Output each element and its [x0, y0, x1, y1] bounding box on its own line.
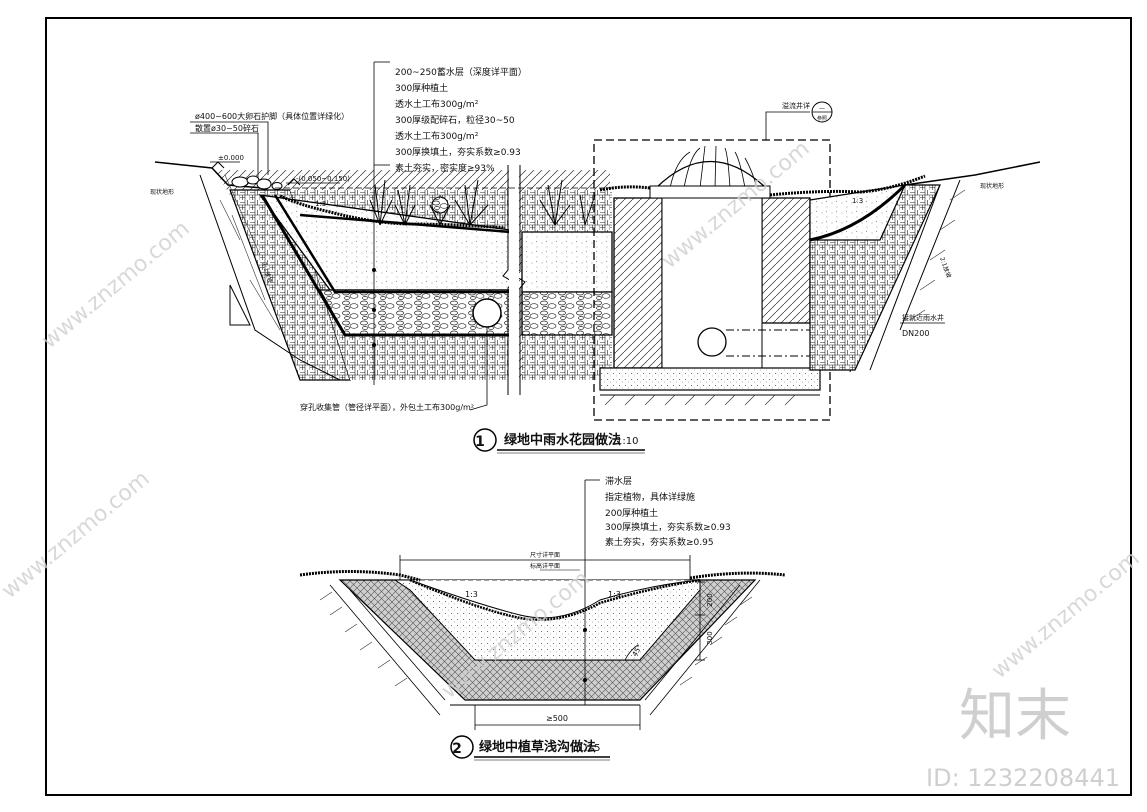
s1-overflow-ref-sub: 参照 [817, 115, 827, 122]
section1-scale: 1:10 [616, 436, 638, 447]
s1-ground-right: 现状地形 [980, 182, 1004, 190]
s2-slope-left: 1:3 [465, 590, 478, 599]
s1-layer-1: 300厚种植土 [395, 82, 448, 94]
section2-number-circle [450, 735, 474, 759]
s1-pipe-note: 穿孔收集管（管径详平面），外包土工布300g/m² [300, 402, 474, 412]
watermark-id: ID: 1232208441 [926, 764, 1120, 792]
watermark-site-1: www.znzmo.com [37, 216, 194, 354]
watermark-brand: 知末 [959, 684, 1071, 749]
s1-connect-label: 接就近雨水井 [902, 313, 944, 322]
s2-layer-2: 200厚种植土 [605, 507, 658, 519]
s1-pipe-size: DN200 [902, 329, 929, 338]
watermark-site-4: www.znzmo.com [0, 466, 155, 604]
s1-gravel-note: 散置ø30~50碎石 [195, 123, 259, 133]
s1-overflow-label: 溢流井详 [782, 101, 810, 110]
s1-overflow-ref: — [819, 105, 825, 112]
well-left-wall [613, 197, 663, 369]
section1-number: 1 [475, 434, 485, 450]
perforated-pipe [472, 298, 502, 328]
s2-dim-300: 300 [706, 631, 714, 644]
plants [369, 179, 596, 226]
s1-layer-4: 透水土工布300g/m² [395, 130, 479, 142]
s1-side-slope-right: 2:1放坡 [938, 256, 953, 279]
s1-layer-3: 300厚级配碎石，粒径30~50 [395, 114, 515, 126]
outlet-pipe [697, 327, 727, 357]
s2-layer-1: 指定植物，具体详绿施 [605, 491, 695, 503]
s2-depth-label: 标高详平面 [530, 562, 560, 570]
section2-number: 2 [452, 741, 462, 757]
s1-slope-right: 1:3 [852, 197, 863, 205]
s1-layer-6: 素土夯实，密实度≥93% [395, 162, 495, 174]
s2-bottom-dim: ≥500 [546, 714, 568, 723]
s1-elev-zero: ±0.000 [218, 154, 244, 162]
section2-title: 绿地中植草浅沟做法 [479, 739, 596, 755]
section2-scale: 1:15 [578, 743, 600, 754]
section1-number-circle [473, 428, 497, 452]
dome-grate [654, 160, 768, 189]
sheet-border [45, 17, 1132, 796]
s2-layer-4: 素土夯实，夯实系数≥0.95 [605, 536, 714, 548]
section2-grass-swale [299, 479, 786, 761]
s1-elev-range: -(0.050~0.150) [296, 175, 350, 183]
s2-layer-0: 滞水层 [605, 475, 632, 487]
well-base [599, 367, 821, 391]
s1-ground-left: 现状地形 [150, 188, 174, 196]
section1-title: 绿地中雨水花园做法 [504, 432, 621, 448]
s1-layer-2: 透水土工布300g/m² [395, 98, 479, 110]
well-right-wall [761, 197, 811, 324]
s1-slope: 1:3 [315, 200, 326, 208]
s2-layer-3: 300厚换填土，夯实系数≥0.93 [605, 521, 731, 533]
s2-dim-200: 200 [706, 593, 714, 606]
watermark-site-3: www.znzmo.com [987, 546, 1144, 684]
section1-rain-garden [154, 61, 1041, 454]
s1-layer-5: 300厚换填土，夯实系数≥0.93 [395, 146, 521, 158]
s2-slope-right: 1:3 [608, 590, 621, 599]
s2-top-dim: 尺寸详平面 [530, 551, 560, 559]
s1-layer-0: 200~250蓄水层（深度详平面） [395, 66, 527, 78]
s1-boulder-note: ø400~600大卵石护脚（具体位置详绿化） [195, 111, 349, 121]
